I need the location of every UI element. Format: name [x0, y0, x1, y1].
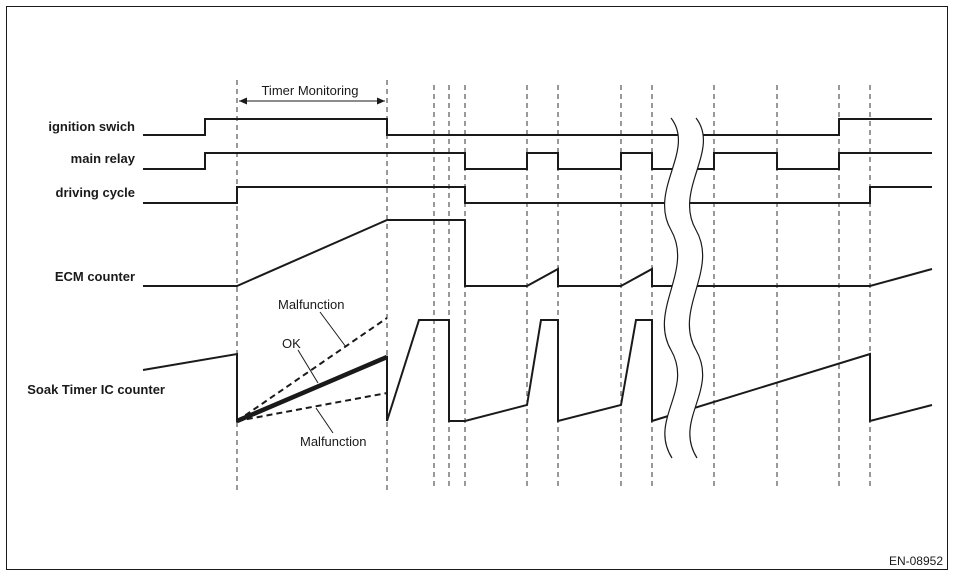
driving-cycle-signal	[143, 186, 932, 204]
driving-cycle-label: driving cycle	[56, 185, 135, 200]
figure-code: EN-08952	[889, 554, 943, 568]
timer-monitoring-span: Timer Monitoring	[239, 82, 385, 105]
malfunction-upper-leader	[319, 311, 347, 348]
time-break-symbol	[663, 117, 705, 459]
ecm-counter-label: ECM counter	[55, 269, 135, 284]
ecm-counter-signal	[143, 219, 933, 287]
soak-timer-signal	[142, 319, 933, 423]
ok-slope	[236, 354, 388, 424]
main-relay-label: main relay	[71, 151, 136, 166]
main-relay-signal	[143, 152, 932, 170]
malfunction-upper-slope	[236, 317, 388, 422]
malfunction-lower-slope	[236, 392, 388, 422]
soak-timer-label: Soak Timer IC counter	[27, 382, 165, 397]
malfunction-lower-leader	[315, 407, 334, 434]
figure-frame	[6, 6, 948, 570]
malfunction-upper-label: Malfunction	[278, 297, 344, 312]
ignition-switch-label: ignition swich	[48, 119, 135, 134]
malfunction-lower-label: Malfunction	[300, 434, 366, 449]
ok-leader	[297, 349, 319, 384]
ignition-switch-signal	[143, 118, 932, 136]
timer-monitoring-label: Timer Monitoring	[261, 83, 358, 98]
ok-label: OK	[282, 336, 301, 351]
